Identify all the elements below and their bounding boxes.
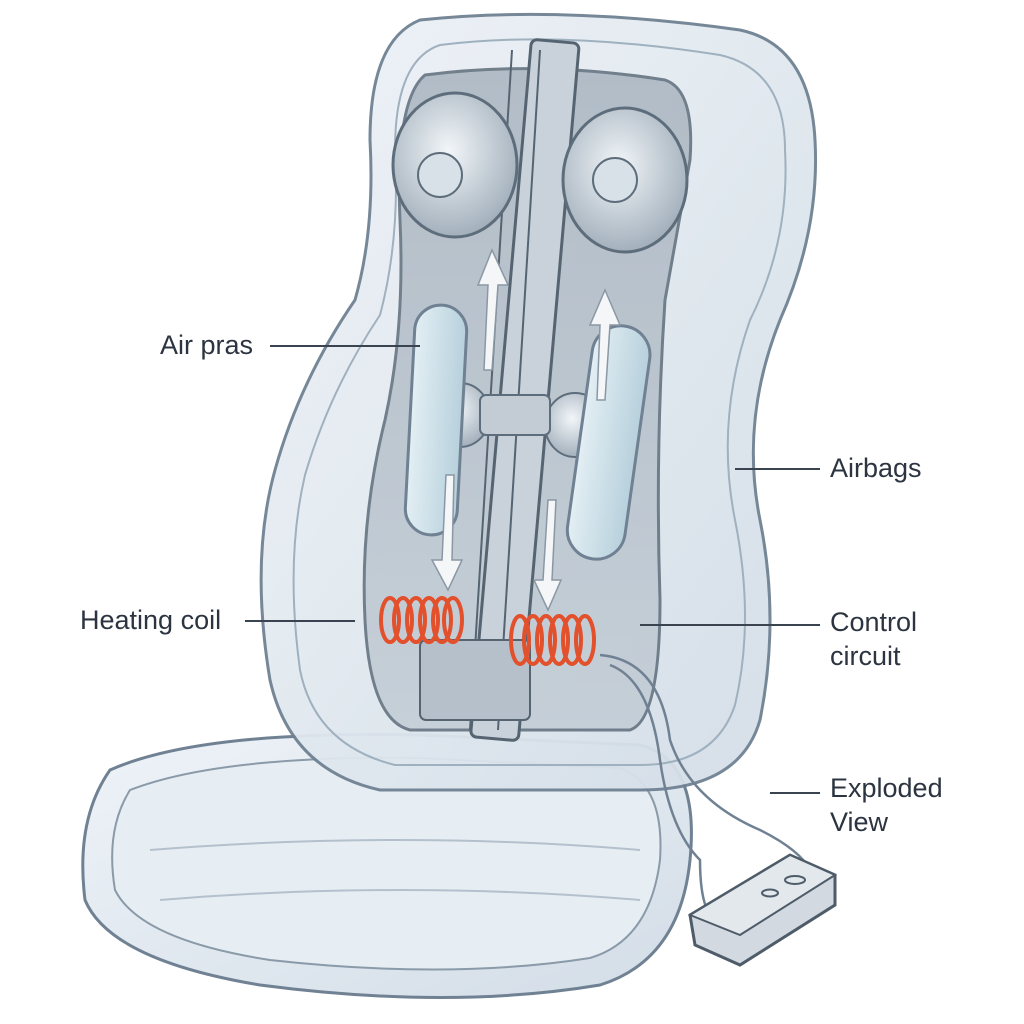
label-control-line1: Control bbox=[830, 607, 918, 637]
control-cable bbox=[599, 653, 812, 916]
massage-rollers bbox=[391, 91, 689, 458]
airbags bbox=[403, 303, 652, 561]
remote-control bbox=[687, 853, 838, 967]
label-exploded-line2: View bbox=[830, 807, 889, 837]
heating-coils bbox=[379, 596, 596, 666]
label-exploded-view: Exploded View bbox=[830, 771, 943, 839]
label-control-circuit: Control circuit bbox=[830, 605, 917, 673]
remote-button-icon bbox=[784, 875, 806, 885]
motion-arrows bbox=[430, 248, 622, 612]
label-air-pras: Air pras bbox=[160, 330, 254, 360]
label-control-line2: circuit bbox=[830, 641, 901, 671]
leader-line-exploded-view bbox=[770, 792, 820, 794]
label-airbags: Airbags bbox=[830, 453, 922, 483]
remote-button-icon bbox=[761, 888, 779, 898]
seat-cushion bbox=[81, 732, 693, 999]
label-heating-coil: Heating coil bbox=[80, 605, 222, 635]
leader-line-control-circuit bbox=[640, 624, 820, 626]
leader-line-heating-coil bbox=[245, 620, 355, 622]
label-exploded-line1: Exploded bbox=[830, 773, 943, 803]
leader-line-air-pras bbox=[270, 345, 420, 347]
leader-line-airbags bbox=[735, 468, 820, 470]
